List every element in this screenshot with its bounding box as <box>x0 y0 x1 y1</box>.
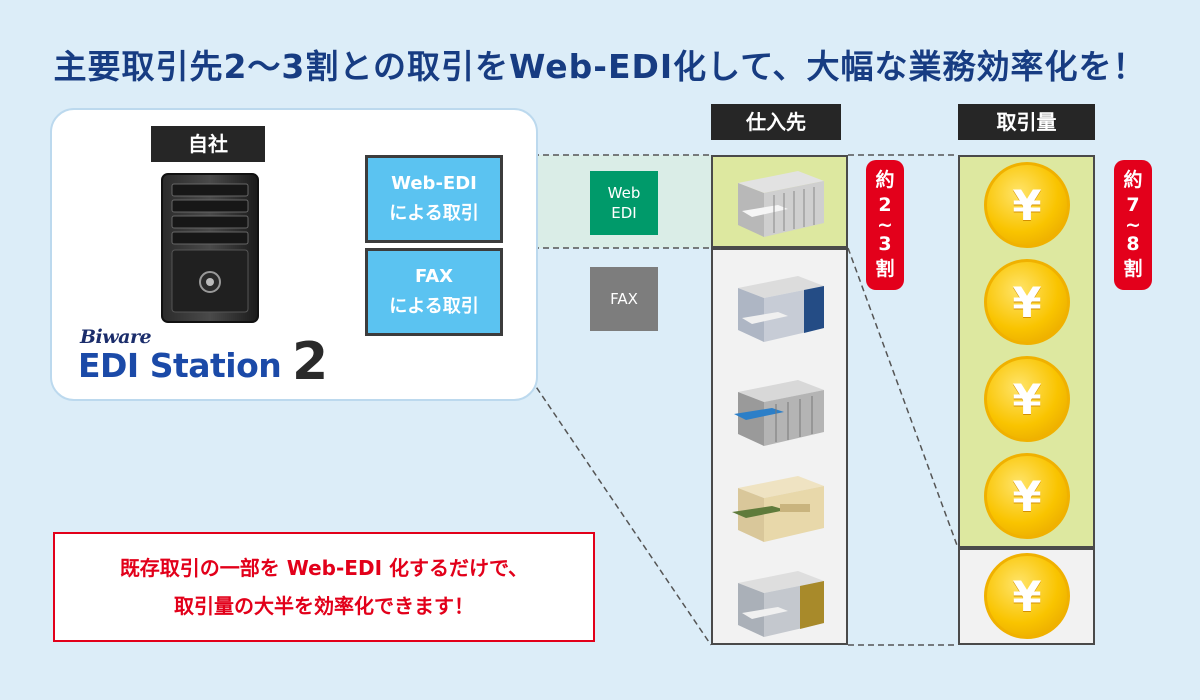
volume-badge-char: 約 <box>1123 169 1143 191</box>
volume-ratio-badge: 約 7 ~ 8 割 <box>1114 160 1152 290</box>
yen-coin-icon: ¥ <box>984 553 1070 639</box>
summary-note: 既存取引の一部を Web-EDI 化するだけで、 取引量の大半を効率化できます！ <box>53 532 595 642</box>
fax-channel-label: FAX <box>590 267 658 331</box>
webedi-channel-label: Web EDI <box>590 171 658 235</box>
summary-note-line2: 取引量の大半を効率化できます！ <box>174 594 474 618</box>
supplier-badge-char: ~ <box>877 214 893 236</box>
yen-coin-icon: ¥ <box>984 162 1070 248</box>
building-icon <box>734 380 824 446</box>
volume-badge-char: 8 <box>1126 233 1140 255</box>
supplier-badge-char: 3 <box>878 233 892 255</box>
fax-trade-line2: による取引 <box>389 296 479 317</box>
yen-coin-icon: ¥ <box>984 453 1070 539</box>
fax-trade-box: FAX による取引 <box>365 248 503 336</box>
webedi-channel-line1: Web <box>607 184 641 202</box>
summary-note-line1: 既存取引の一部を Web-EDI 化するだけで、 <box>119 556 529 580</box>
logo-edi-station: EDI Station <box>78 346 282 385</box>
webedi-trade-line2: による取引 <box>389 203 479 224</box>
building-icon <box>738 276 824 342</box>
webedi-trade-box: Web-EDI による取引 <box>365 155 503 243</box>
fax-channel-line1: FAX <box>610 290 638 308</box>
dash-line-supplier-mid <box>847 247 959 549</box>
webedi-channel-line2: EDI <box>611 204 637 222</box>
volume-badge-char: ~ <box>1125 214 1141 236</box>
page-title: 主要取引先2〜3割との取引をWeb-EDI化して、大幅な業務効率化を！ <box>53 47 1147 86</box>
building-icon <box>732 476 824 542</box>
fax-trade-line1: FAX <box>414 266 454 287</box>
supplier-badge-char: 2 <box>878 194 892 216</box>
yen-coin-icon: ¥ <box>984 356 1070 442</box>
building-icon <box>738 571 824 637</box>
suppliers-header: 仕入先 <box>711 104 841 140</box>
server-icon <box>161 173 259 323</box>
supplier-badge-char: 割 <box>875 258 895 280</box>
supplier-badge-char: 約 <box>875 169 895 191</box>
volume-badge-char: 7 <box>1126 194 1140 216</box>
volume-header: 取引量 <box>958 104 1095 140</box>
own-company-label: 自社 <box>151 126 265 162</box>
volume-badge-char: 割 <box>1123 258 1143 280</box>
building-icon <box>738 171 824 237</box>
yen-coin-icon: ¥ <box>984 259 1070 345</box>
webedi-trade-line1: Web-EDI <box>391 173 477 194</box>
logo-biware: Biware <box>80 326 152 348</box>
dash-line-fax <box>502 337 712 646</box>
logo-number: 2 <box>292 332 329 392</box>
supplier-ratio-badge: 約 2 ~ 3 割 <box>866 160 904 290</box>
